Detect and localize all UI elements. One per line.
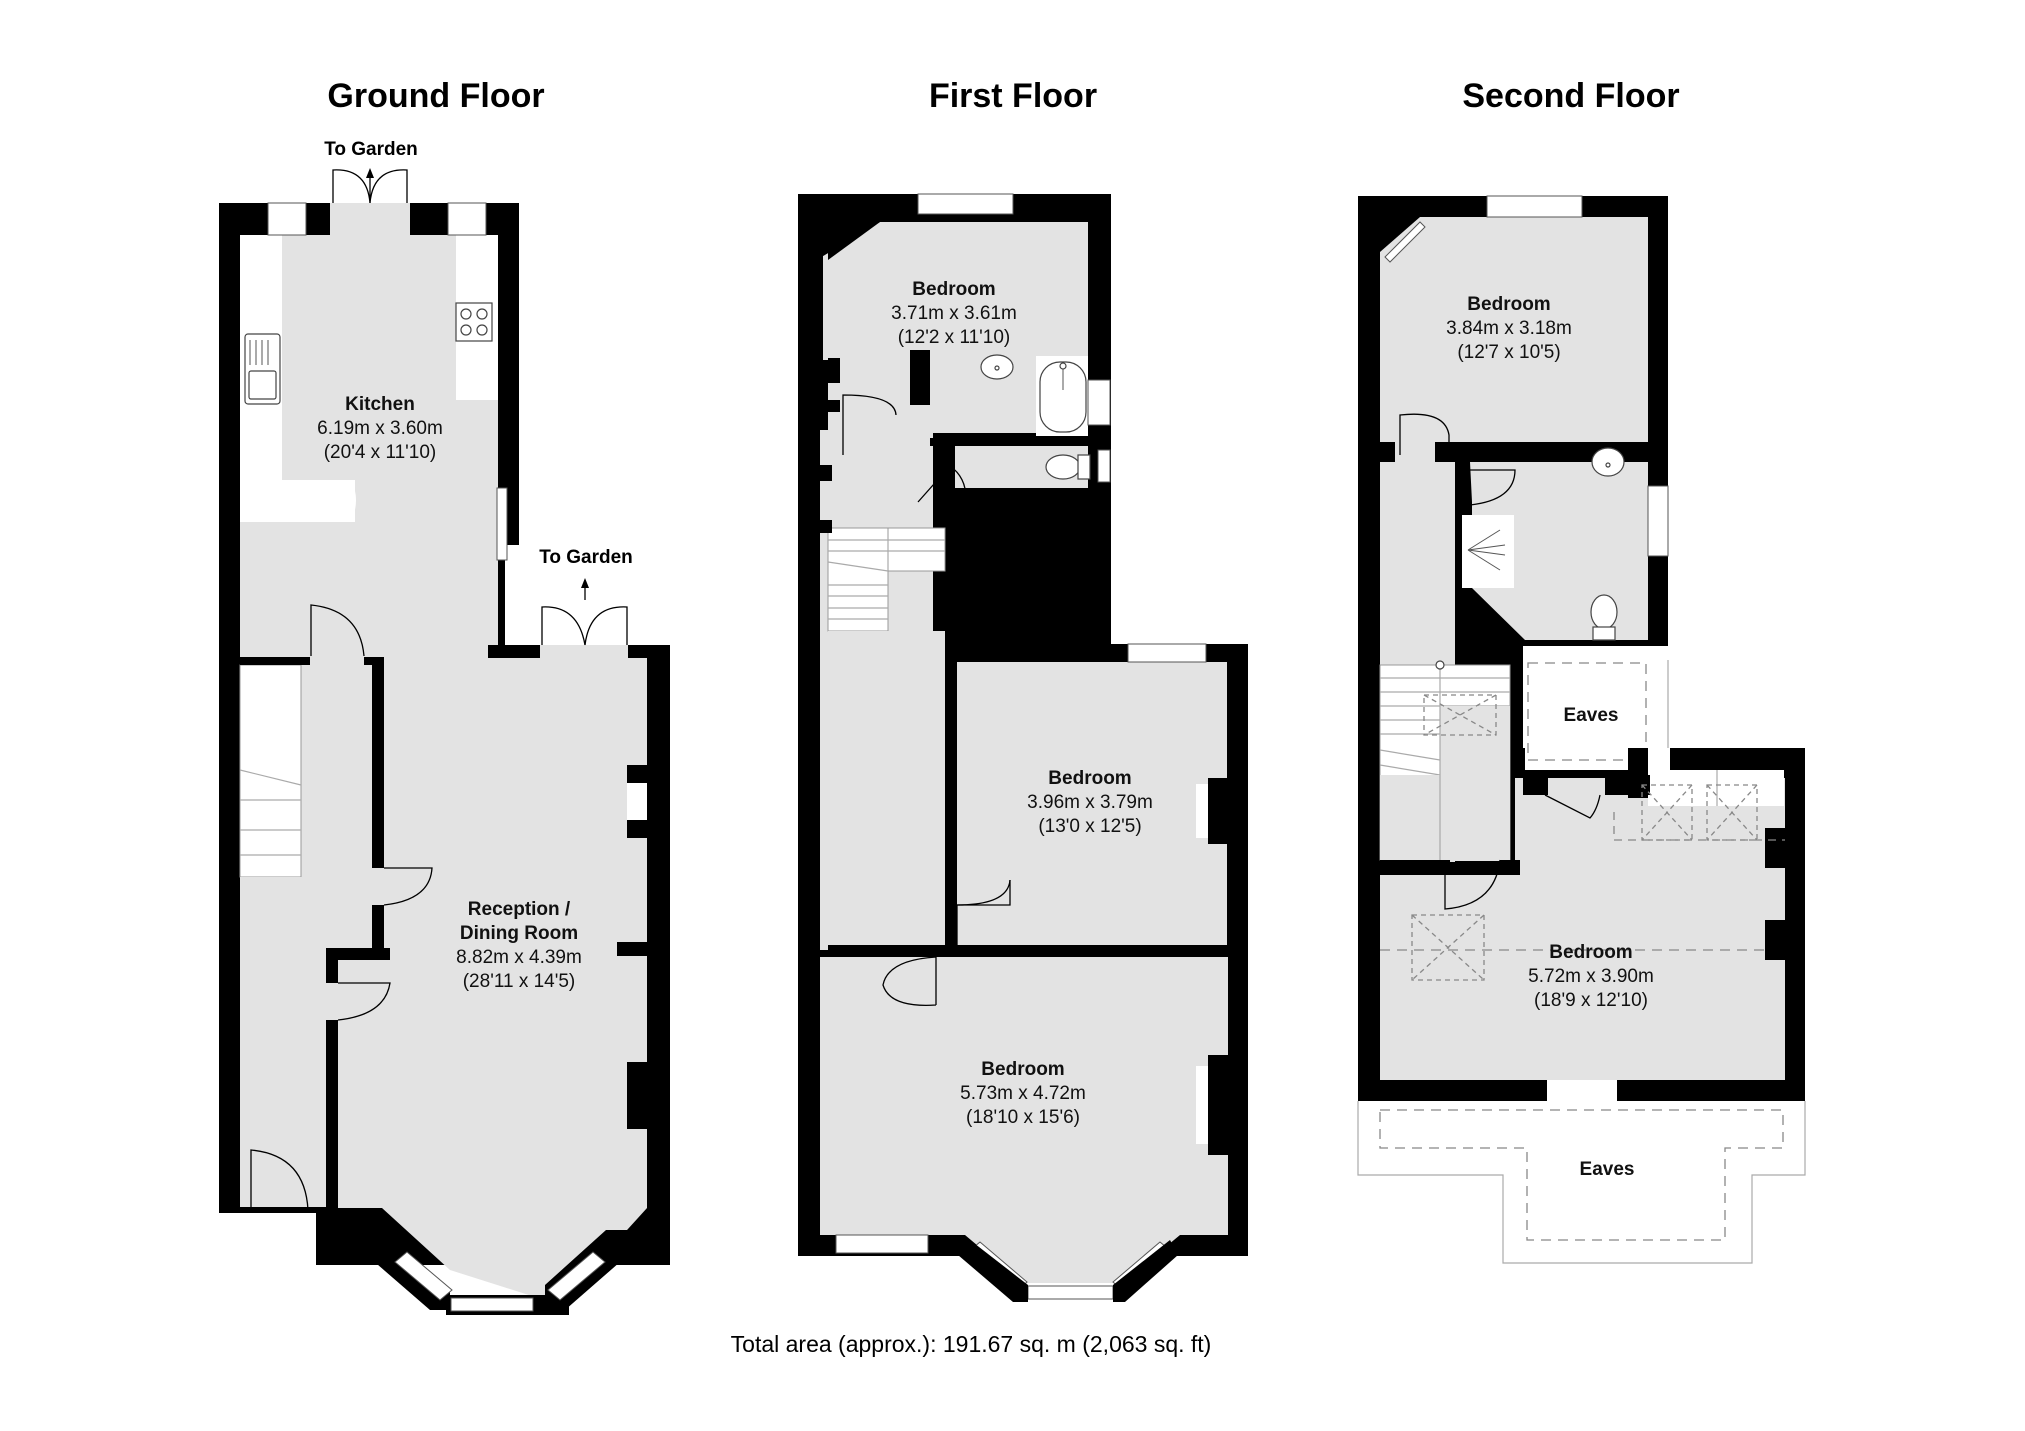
second-bedroom-2-door-icon xyxy=(1444,859,1501,910)
reception-name-line2: Dining Room xyxy=(460,923,578,944)
eaves-door-icon xyxy=(1544,794,1601,819)
kitchen-imperial: (20'4 x 11'10) xyxy=(324,442,437,463)
first-bedroom-1-door-icon xyxy=(842,394,897,455)
reception-door-upper-icon xyxy=(383,867,433,906)
reception-door-lower-icon xyxy=(337,982,391,1021)
first-bedroom-1-imperial: (12'2 x 11'10) xyxy=(898,327,1011,348)
second-bedroom-1-name: Bedroom xyxy=(1467,294,1550,315)
side-garden-label: To Garden xyxy=(539,547,633,568)
first-bedroom-2-imperial: (13'0 x 12'5) xyxy=(1038,816,1141,837)
first-bedroom-3-door-icon xyxy=(882,956,937,1006)
first-bedroom-2-metric: 3.96m x 3.79m xyxy=(1027,792,1153,813)
first-bedroom-1-window xyxy=(917,193,1014,215)
kitchen-sink-icon xyxy=(244,333,281,405)
first-floor-title: First Floor xyxy=(929,77,1097,115)
kitchen-hob-icon xyxy=(455,302,493,342)
bathroom-door-icon xyxy=(917,465,967,511)
second-bedroom-1-corner-window xyxy=(1384,221,1426,263)
toilet-icon-second xyxy=(1590,594,1618,641)
shower-head-icon xyxy=(1467,529,1506,571)
first-bay-window-center xyxy=(1027,1285,1114,1300)
kitchen-hall-wall xyxy=(240,657,310,665)
rear-garden-doorway[interactable] xyxy=(330,203,410,235)
reception-imperial: (28'11 x 14'5) xyxy=(463,971,576,992)
second-bedroom-2-name: Bedroom xyxy=(1549,942,1632,963)
bay-window-right xyxy=(547,1251,606,1301)
toilet-icon-first xyxy=(1045,454,1091,480)
second-bedroom-1-imperial: (12'7 x 10'5) xyxy=(1457,342,1560,363)
second-bedroom-2-metric: 5.72m x 3.90m xyxy=(1528,966,1654,987)
second-bedroom-1-floor xyxy=(1380,217,1648,442)
ground-floor-title: Ground Floor xyxy=(327,77,544,115)
second-bedroom-1-metric: 3.84m x 3.18m xyxy=(1446,318,1572,339)
second-bedroom-1-window xyxy=(1486,195,1583,218)
ground-stairs xyxy=(239,664,302,878)
kitchen-name: Kitchen xyxy=(345,394,415,415)
total-area-text: Total area (approx.): 191.67 sq. m (2,06… xyxy=(731,1331,1212,1357)
upper-eaves-outline xyxy=(1527,662,1647,761)
upper-eaves-label: Eaves xyxy=(1564,705,1619,726)
basin-icon-first xyxy=(980,354,1014,380)
second-floor-title: Second Floor xyxy=(1462,77,1679,115)
kitchen-window-left xyxy=(267,202,307,236)
first-bedroom-2-floor xyxy=(957,662,1227,945)
first-bedroom-3-window xyxy=(835,1234,929,1254)
lower-eaves-outline xyxy=(1357,1101,1806,1264)
side-garden-door-icon xyxy=(541,578,628,646)
first-bedroom-3-name: Bedroom xyxy=(981,1059,1064,1080)
kitchen-window-right xyxy=(447,202,487,236)
skylight-icons xyxy=(1411,784,1785,981)
first-bedroom-3-metric: 5.73m x 4.72m xyxy=(960,1083,1086,1104)
bay-window-center xyxy=(450,1297,534,1312)
side-garden-doorway[interactable] xyxy=(540,645,628,658)
shower-room-door-icon xyxy=(1469,469,1516,506)
kitchen-side-window xyxy=(496,487,508,561)
first-bedroom-2-name: Bedroom xyxy=(1048,768,1131,789)
first-bedroom-1-name: Bedroom xyxy=(912,279,995,300)
bath-icon xyxy=(1039,361,1087,433)
first-bedroom-3-imperial: (18'10 x 15'6) xyxy=(966,1107,1080,1128)
reception-name-line1: Reception / xyxy=(468,899,571,920)
kitchen-hall-door-icon xyxy=(310,604,365,657)
bay-window-left xyxy=(394,1251,453,1301)
basin-icon-second xyxy=(1591,447,1625,477)
shower-room-window xyxy=(1647,485,1669,557)
ground-floor-plan: To Garden xyxy=(219,139,675,1315)
reception-metric: 8.82m x 4.39m xyxy=(456,947,582,968)
first-bedroom-1-metric: 3.71m x 3.61m xyxy=(891,303,1017,324)
bathroom-window xyxy=(1087,379,1111,426)
wc-window xyxy=(1097,449,1111,483)
kitchen-floor xyxy=(240,235,498,660)
wc-door-icon xyxy=(956,544,1011,591)
second-bedroom-2-imperial: (18'9 x 12'10) xyxy=(1534,990,1648,1011)
front-door-icon xyxy=(250,1149,309,1211)
kitchen-metric: 6.19m x 3.60m xyxy=(317,418,443,439)
second-floor-plan: Eaves Bedroom xyxy=(1357,195,1806,1264)
rear-garden-door-icon xyxy=(332,168,408,204)
rear-garden-label: To Garden xyxy=(324,139,418,160)
first-floor-plan: Bedroom 3.71m x 3.61m (12'2 x 11'10) Bed… xyxy=(798,193,1251,1302)
second-bedroom-1-door-icon xyxy=(1399,413,1450,455)
first-stairs xyxy=(827,527,889,632)
hall-wall-upper xyxy=(372,658,384,868)
lower-eaves-label: Eaves xyxy=(1580,1159,1635,1180)
first-bedroom-3-floor xyxy=(820,957,1228,1235)
first-bedroom-2-window xyxy=(1127,643,1207,663)
